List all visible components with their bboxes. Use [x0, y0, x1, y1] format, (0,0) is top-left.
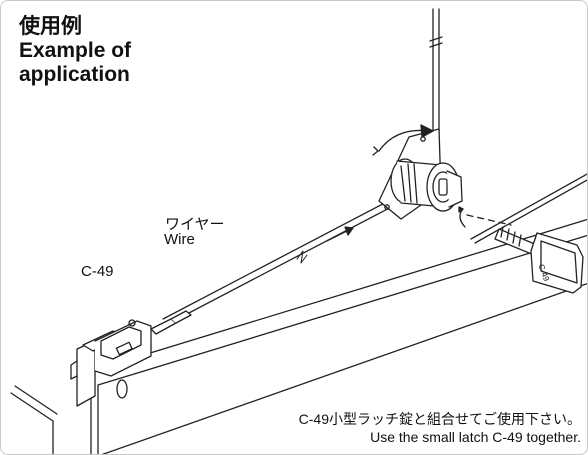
wire-label-japanese: ワイヤー	[165, 216, 225, 233]
latch-c49	[70, 310, 192, 407]
cabinet-top-edge	[470, 173, 587, 244]
drawer-front-panel	[90, 218, 587, 454]
caption-english: Use the small latch C-49 together.	[370, 429, 581, 445]
title-block: 使用例 Example of application	[19, 15, 131, 87]
caption-japanese: C-49小型ラッチ錠と組合せてご使用下さい。	[298, 411, 581, 427]
part-label-c49: C-49	[81, 263, 114, 280]
cabinet-side-panel	[429, 8, 443, 134]
title-english-line1: Example of	[19, 39, 132, 62]
left-frame	[10, 385, 58, 454]
title-japanese: 使用例	[19, 15, 82, 38]
wire	[162, 196, 400, 326]
cam-lock	[378, 128, 463, 220]
key	[494, 226, 584, 294]
key-insertion-path	[458, 206, 512, 228]
wire-label-english: Wire	[164, 231, 195, 248]
title-english-line2: application	[19, 63, 130, 86]
rotation-arrow	[372, 124, 434, 156]
caption: C-49小型ラッチ錠と組合せてご使用下さい。 Use the small lat…	[299, 410, 581, 446]
wire-direction-arrow	[326, 226, 354, 242]
